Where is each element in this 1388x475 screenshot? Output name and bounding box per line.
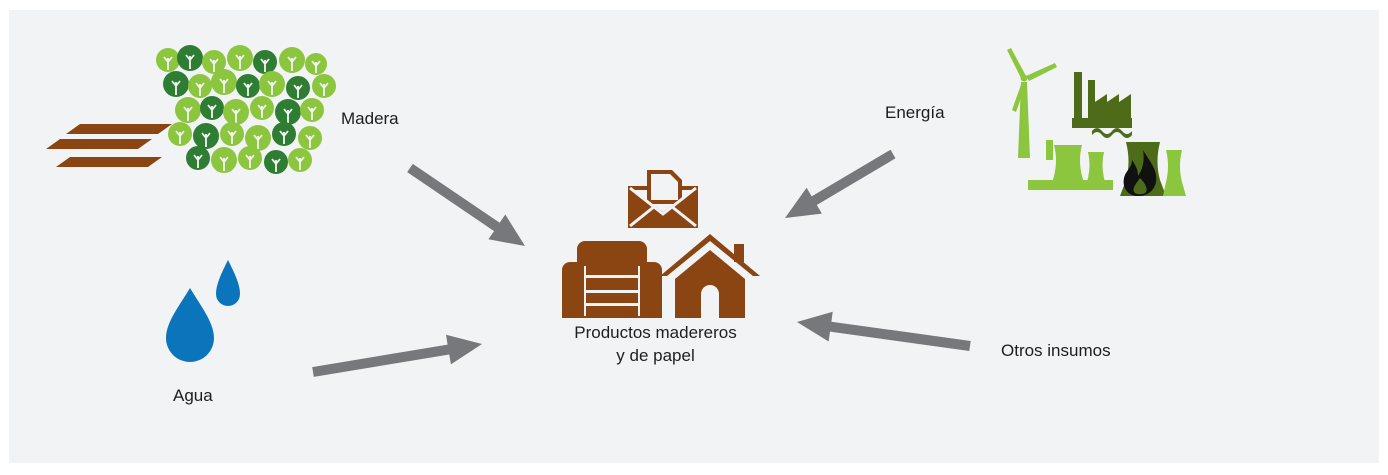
tree-vein: [311, 60, 321, 73]
tree-vein: [295, 156, 305, 170]
tree-vein: [163, 56, 173, 70]
tree-vein: [207, 104, 217, 118]
label-productos-line1: Productos madereros: [574, 323, 737, 342]
tree-vein: [193, 154, 203, 168]
tree-vein: [257, 104, 267, 118]
tree-vein: [231, 108, 241, 123]
tree-vein: [319, 82, 329, 96]
power-plant-icon: [1028, 140, 1186, 196]
tree-vein: [201, 132, 211, 147]
label-madera: Madera: [341, 109, 399, 128]
tree-vein: [227, 130, 237, 144]
arrows: [312, 149, 971, 377]
arrow-otros: [797, 311, 971, 351]
armchair-icon: [562, 241, 662, 318]
tree-vein: [183, 106, 193, 121]
tree-vein: [305, 134, 315, 148]
factory-icon: [1072, 72, 1132, 138]
tree-vein: [175, 130, 185, 144]
arrow-agua: [312, 334, 482, 377]
tree-vein: [253, 134, 263, 149]
tree-vein: [260, 58, 270, 72]
tree-vein: [185, 54, 195, 69]
tree-vein: [283, 108, 293, 123]
tree-vein: [195, 82, 205, 96]
house-icon: [660, 234, 760, 318]
wood-planks-icon: [46, 124, 172, 167]
tree-vein: [307, 106, 317, 120]
tree-vein: [219, 78, 229, 93]
label-otros-insumos: Otros insumos: [1001, 341, 1111, 360]
tree-vein: [171, 80, 181, 95]
label-energia: Energía: [885, 103, 945, 122]
tree-vein: [271, 158, 281, 172]
tree-vein: [293, 84, 303, 98]
label-productos: Productos madereros y de papel: [543, 321, 768, 367]
tree-vein: [245, 154, 255, 168]
tree-vein: [267, 80, 277, 95]
tree-vein: [219, 156, 229, 171]
wind-turbine-icon: [1007, 48, 1057, 158]
forest-icon: [156, 45, 336, 174]
arrow-energia: [785, 149, 896, 218]
tree-vein: [235, 54, 245, 69]
label-productos-line2: y de papel: [616, 346, 695, 365]
water-drops-icon: [166, 260, 240, 362]
arrow-madera: [407, 163, 525, 246]
tree-vein: [209, 58, 219, 72]
tree-vein: [287, 56, 297, 71]
tree-vein: [279, 130, 289, 144]
tree-vein: [243, 82, 253, 96]
label-agua: Agua: [173, 386, 213, 405]
envelope-icon: [628, 170, 698, 228]
